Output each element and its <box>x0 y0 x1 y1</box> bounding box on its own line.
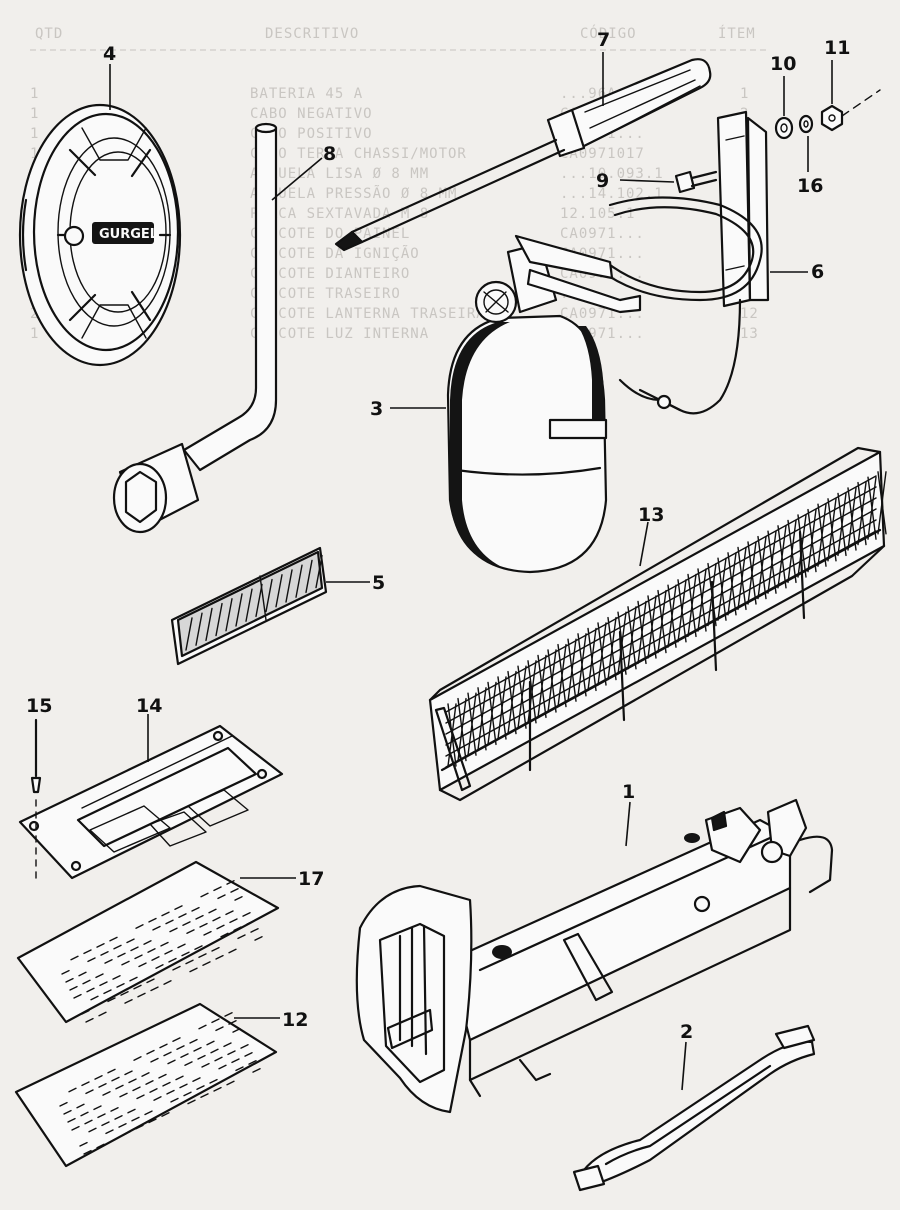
screwdriver-icon <box>334 58 712 252</box>
ghost-cell: CA0971... <box>560 226 645 242</box>
ghost-cell: 1 <box>30 146 39 162</box>
callout-6: 6 <box>811 261 824 283</box>
nut-icon <box>820 104 844 132</box>
ghost-cell: CHICOTE LUZ INTERNA <box>250 326 429 342</box>
plate-frame-icon <box>18 724 284 880</box>
callout-12: 12 <box>282 1009 308 1031</box>
fire-extinguisher: 3 <box>370 234 642 574</box>
lug-wrench: 8 <box>112 122 336 534</box>
ghost-cell: 12 <box>740 306 759 322</box>
decal-icon <box>16 860 280 1024</box>
wheel-cover: GURGEL 4 <box>18 43 182 367</box>
ghost-cell: 1 <box>740 86 749 102</box>
ghost-cell: 1 <box>30 326 39 342</box>
callout-8: 8 <box>323 143 336 165</box>
decal-icon <box>14 1002 278 1168</box>
ghost-cell: CHICOTE DA IGNIÇÃO <box>250 245 420 262</box>
callout-9: 9 <box>596 170 609 192</box>
wheel-cover-logo: GURGEL <box>99 227 158 242</box>
ghost-cell: ARRUELA LISA Ø 8 MM <box>250 166 429 182</box>
fire-extinguisher-icon <box>446 234 642 574</box>
jack: 1 <box>355 781 834 1114</box>
ghost-cell: 1 <box>30 86 39 102</box>
ghost-cell: CABO NEGATIVO <box>250 106 373 122</box>
jack-handle: 2 <box>572 1021 816 1192</box>
ghost-header-qty: QTD <box>35 26 63 42</box>
wheel-cover-icon: GURGEL <box>18 103 182 367</box>
ghost-cell: 2 <box>30 306 39 322</box>
washer-icon <box>774 114 814 140</box>
callout-4: 4 <box>103 43 116 65</box>
ghost-cell: CABO TERRA CHASSI/MOTOR <box>250 146 467 162</box>
reflector: 5 <box>170 546 385 666</box>
callout-3: 3 <box>370 398 383 420</box>
screwdriver: 7 <box>334 29 712 252</box>
callout-17: 17 <box>298 868 324 890</box>
callout-5: 5 <box>372 572 385 594</box>
lug-wrench-icon <box>112 122 278 534</box>
ghost-cell: CABO POSITIVO <box>250 126 373 142</box>
ghost-cell: 12.105.1 <box>560 206 635 222</box>
callout-16: 16 <box>797 175 823 197</box>
callout-7: 7 <box>597 29 610 51</box>
reflector-icon <box>170 546 328 666</box>
rivet-icon <box>30 718 42 881</box>
jack-handle-icon <box>572 1024 816 1192</box>
ghost-cell: CHICOTE DIANTEIRO <box>250 266 410 282</box>
callout-13: 13 <box>638 504 664 526</box>
callout-11: 11 <box>824 37 850 59</box>
decal-sheet-2: 12 <box>14 1002 308 1168</box>
ghost-cell: ...14.102.1 <box>560 186 664 202</box>
callout-2: 2 <box>680 1021 693 1043</box>
bracket-icon <box>598 110 770 415</box>
decal-sheet: 17 <box>16 860 324 1024</box>
callout-14: 14 <box>136 695 162 717</box>
grille-icon <box>428 446 887 802</box>
plate-frame-assembly: 14 15 <box>18 695 284 881</box>
ghost-header-desc: DESCRITIVO <box>265 26 359 42</box>
ghost-cell: ARRUELA PRESSÃO Ø 8 MM <box>250 185 457 202</box>
ghost-cell: CHICOTE TRASEIRO <box>250 286 401 302</box>
ghost-header-code: CÓDIGO <box>580 24 637 42</box>
fastener-set: 9 10 11 16 <box>596 37 881 197</box>
ghost-cell: BATERIA 45 A <box>250 86 363 102</box>
callout-10: 10 <box>770 53 796 75</box>
ghost-cell: ...10.093.1 <box>560 166 664 182</box>
ghost-header-item: ÍTEM <box>718 25 756 42</box>
ghost-cell: 1 <box>30 126 39 142</box>
bolt-icon <box>674 170 718 194</box>
extinguisher-bracket: 6 <box>598 110 824 415</box>
grille-panel: 13 <box>428 446 887 802</box>
ghost-cell: CHICOTE LANTERNA TRASEIRA <box>250 306 486 322</box>
ghost-cell: 13 <box>740 326 759 342</box>
ghost-cell: 1 <box>30 106 39 122</box>
jack-icon <box>355 798 834 1114</box>
callout-1: 1 <box>622 781 635 803</box>
callout-15: 15 <box>26 695 52 717</box>
